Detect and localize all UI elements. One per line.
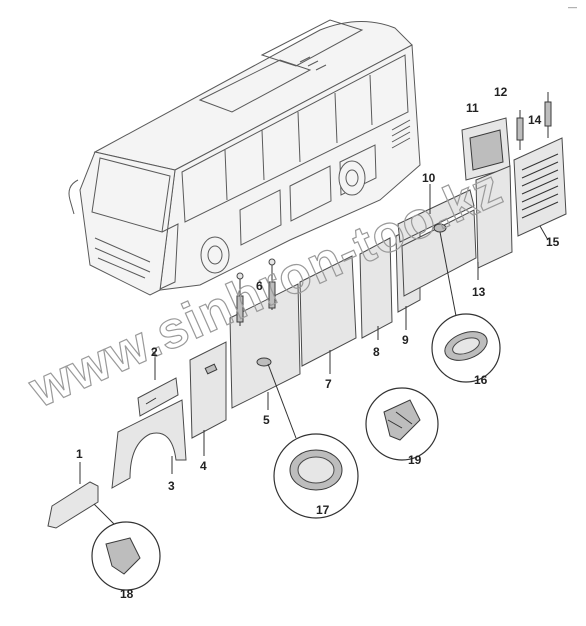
callout-11: 11: [466, 101, 479, 115]
bus-roof: [93, 20, 413, 171]
callout-7: 7: [325, 377, 332, 391]
detail-19: [365, 387, 439, 461]
callout-14: 14: [528, 113, 542, 127]
bus-front: [79, 151, 176, 296]
part-10-lower-panel: [401, 209, 477, 297]
callout-9: 9: [402, 333, 409, 347]
detail-16: [431, 231, 501, 383]
callout-17: 17: [316, 503, 330, 517]
rear-wheel: [338, 160, 366, 196]
callout-3: 3: [168, 479, 175, 493]
callout-2: 2: [151, 345, 158, 359]
part-15-grille-panel: [513, 137, 567, 237]
part-6-gas-struts: [236, 258, 276, 326]
callout-10: 10: [422, 171, 436, 185]
detail-18: [91, 503, 161, 591]
callout-15: 15: [546, 235, 560, 249]
front-wheel: [200, 236, 230, 274]
part-12-14-struts: [516, 92, 552, 150]
callout-8: 8: [373, 345, 380, 359]
part-1-panel: [47, 481, 99, 529]
callout-1: 1: [76, 447, 83, 461]
callout-16: 16: [474, 373, 488, 387]
part-2-plate: [137, 377, 179, 417]
bus-side: [159, 44, 421, 291]
callout-5: 5: [263, 413, 270, 427]
part-4-panel: [189, 341, 227, 439]
callouts: 1 2 3 4 5 6 7 8 9 10 11 12 13 14 15 16 1…: [76, 85, 560, 601]
callout-4: 4: [200, 459, 207, 473]
part-3-wheel-arch: [111, 399, 187, 489]
callout-19: 19: [408, 453, 422, 467]
callout-6: 6: [256, 279, 263, 293]
callout-12: 12: [494, 85, 508, 99]
callout-13: 13: [472, 285, 486, 299]
part-7-panel: [299, 255, 357, 367]
part-8-panel: [359, 237, 393, 339]
callout-18: 18: [120, 587, 134, 601]
detail-17: [267, 363, 359, 519]
leader-lines: [79, 184, 549, 484]
corner-mark: —: [568, 2, 577, 12]
part-13-panel: [475, 165, 513, 269]
part-10-panel: [397, 189, 475, 243]
bus-illustration: [68, 19, 421, 296]
